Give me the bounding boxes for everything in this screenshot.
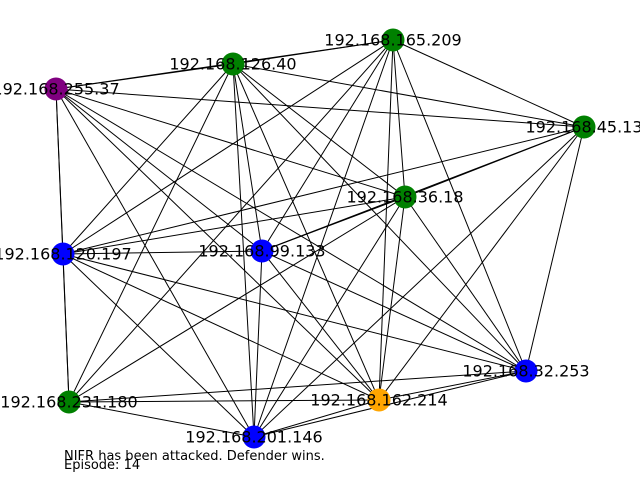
edge-n6-n8 [62, 253, 527, 372]
edge-n2-n10 [232, 63, 380, 401]
edge-n2-n7 [232, 63, 263, 252]
node-n3 [44, 77, 68, 101]
edge-n5-n6 [62, 196, 406, 255]
edge-n6-n10 [62, 253, 380, 401]
edge-n1-n6 [62, 39, 394, 255]
node-n11 [242, 425, 266, 449]
edge-n3-n10 [55, 88, 380, 401]
node-label-n3: 192.168.255.37 [0, 80, 120, 99]
node-n2 [221, 52, 245, 76]
node-label-n5: 192.168.36.18 [346, 188, 463, 207]
node-label-n6: 192.168.120.197 [0, 245, 132, 264]
edge-n3-n7 [55, 88, 263, 252]
edge-n3-n4 [55, 88, 585, 128]
edge-n5-n9 [68, 196, 406, 403]
edge-n2-n8 [232, 63, 527, 372]
edge-n6-n9 [62, 253, 70, 403]
edge-n2-n6 [62, 63, 234, 255]
edge-n3-n8 [55, 88, 527, 372]
edge-n8-n11 [253, 370, 527, 438]
edge-n2-n11 [232, 63, 255, 438]
node-n9 [57, 390, 81, 414]
edge-n1-n8 [392, 39, 527, 372]
node-n10 [367, 388, 391, 412]
edge-n6-n7 [62, 250, 263, 255]
edge-n8-n10 [378, 370, 527, 401]
edge-n10-n11 [253, 399, 380, 438]
node-n5 [393, 185, 417, 209]
node-n7 [250, 239, 274, 263]
edge-n1-n4 [392, 39, 585, 128]
edge-n2-n5 [232, 63, 406, 198]
edge-n2-n3 [55, 63, 234, 90]
node-n4 [572, 115, 596, 139]
node-label-n9: 192.168.231.180 [0, 393, 137, 412]
node-label-n8: 192.168.32.253 [462, 362, 589, 381]
edge-n4-n6 [62, 126, 585, 255]
edge-n4-n8 [525, 126, 585, 372]
edge-n8-n9 [68, 370, 527, 403]
node-label-n4: 192.168.45.13 [525, 118, 640, 137]
node-n8 [514, 359, 538, 383]
edges-layer [55, 39, 585, 438]
episode-label: Episode: 14 [64, 458, 141, 473]
edge-n9-n10 [68, 399, 380, 403]
edge-n3-n5 [55, 88, 406, 198]
edge-n2-n4 [232, 63, 585, 128]
nodes-layer [44, 28, 596, 449]
node-label-n10: 192.168.162.214 [310, 391, 447, 410]
node-label-n2: 192.168.126.40 [169, 55, 296, 74]
edge-n1-n11 [253, 39, 394, 438]
node-label-n7: 192.168.99.133 [198, 242, 325, 261]
node-n1 [381, 28, 405, 52]
node-label-n11: 192.168.201.146 [185, 428, 322, 447]
status-message: NIFR has been attacked. Defender wins. [64, 449, 325, 464]
edge-n7-n11 [253, 250, 263, 438]
edge-n1-n9 [68, 39, 394, 403]
edge-n9-n11 [68, 401, 255, 438]
labels-layer: 192.168.165.209 192.168.126.40 192.168.255… [0, 31, 640, 447]
node-n6 [51, 242, 75, 266]
edge-n7-n10 [261, 250, 380, 401]
edge-n1-n7 [261, 39, 394, 252]
edge-n3-n11 [55, 88, 255, 438]
edge-n5-n8 [404, 196, 527, 372]
edge-n4-n10 [378, 126, 585, 401]
edge-n6-n11 [62, 253, 255, 438]
edge-n5-n7 [261, 196, 406, 252]
edge-n5-n10 [378, 196, 406, 401]
edge-n7-n8 [261, 250, 527, 372]
edge-n1-n10 [378, 39, 394, 401]
node-label-n1: 192.168.165.209 [324, 31, 461, 50]
edge-n5-n11 [253, 196, 406, 438]
